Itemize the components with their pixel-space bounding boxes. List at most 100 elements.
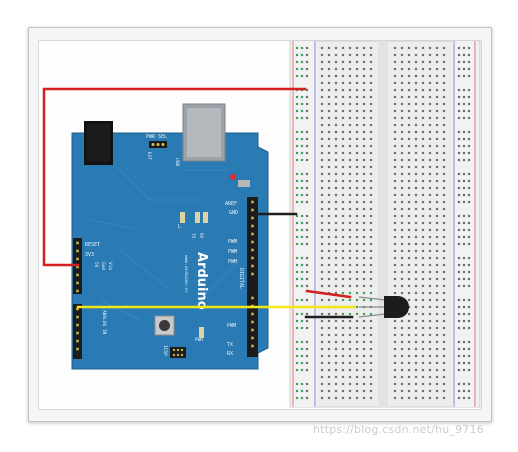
breadboard-hole: [442, 137, 446, 141]
breadboard-hole: [442, 144, 446, 148]
breadboard-hole: [327, 256, 331, 260]
breadboard-hole: [407, 270, 411, 274]
breadboard-hole: [327, 60, 331, 64]
breadboard-hole: [362, 137, 366, 141]
breadboard-hole: [393, 270, 397, 274]
breadboard-hole: [407, 326, 411, 330]
breadboard-hole: [442, 95, 446, 99]
breadboard-hole: [348, 361, 352, 365]
breadboard-hole: [407, 207, 411, 211]
rail-hole: [467, 193, 471, 197]
breadboard-hole: [435, 263, 439, 267]
breadboard-hole: [369, 74, 373, 78]
breadboard-hole: [341, 151, 345, 155]
breadboard-hole: [393, 137, 397, 141]
l-led: [180, 212, 185, 223]
breadboard-hole: [320, 249, 324, 253]
breadboard-hole: [421, 74, 425, 78]
breadboard-hole: [400, 284, 404, 288]
rail-hole: [457, 53, 461, 57]
rail-hole: [305, 102, 309, 106]
breadboard-hole: [400, 221, 404, 225]
breadboard-hole: [355, 207, 359, 211]
rail-hole: [467, 298, 471, 302]
rail-hole: [300, 130, 304, 134]
breadboard-hole: [393, 95, 397, 99]
reset-button-cap[interactable]: [159, 320, 170, 331]
breadboard-hole: [355, 361, 359, 365]
rail-hole: [300, 193, 304, 197]
breadboard-hole: [428, 137, 432, 141]
breadboard-hole: [393, 102, 397, 106]
breadboard-hole: [341, 130, 345, 134]
breadboard-hole: [334, 333, 338, 337]
breadboard-hole: [334, 214, 338, 218]
breadboard-hole: [442, 46, 446, 50]
breadboard-hole: [428, 109, 432, 113]
rail-hole: [295, 214, 299, 218]
breadboard-hole: [369, 263, 373, 267]
breadboard-hole: [334, 277, 338, 281]
breadboard-hole: [369, 347, 373, 351]
breadboard-hole: [421, 46, 425, 50]
rail-hole: [457, 284, 461, 288]
breadboard-hole: [393, 396, 397, 400]
rail-hole: [305, 137, 309, 141]
breadboard-hole: [435, 46, 439, 50]
rail-hole: [300, 284, 304, 288]
breadboard-hole: [407, 291, 411, 295]
breadboard-hole: [421, 235, 425, 239]
breadboard-hole: [341, 67, 345, 71]
rail-hole: [457, 172, 461, 176]
rail-hole: [467, 46, 471, 50]
v5-label: 5V: [93, 262, 99, 268]
rail-hole: [305, 263, 309, 267]
rail-hole: [295, 277, 299, 281]
breadboard-hole: [414, 60, 418, 64]
rail-hole: [467, 137, 471, 141]
breadboard-hole: [362, 151, 366, 155]
breadboard-hole: [341, 354, 345, 358]
breadboard-hole: [327, 74, 331, 78]
breadboard-hole: [442, 60, 446, 64]
rail-hole: [295, 382, 299, 386]
rail-hole: [305, 186, 309, 190]
breadboard-hole: [348, 81, 352, 85]
breadboard-hole: [355, 123, 359, 127]
breadboard-hole: [334, 319, 338, 323]
rail-hole: [305, 151, 309, 155]
rail-hole: [457, 368, 461, 372]
breadboard-hole: [369, 361, 373, 365]
breadboard-hole: [341, 291, 345, 295]
breadboard-hole: [407, 319, 411, 323]
breadboard-hole: [421, 389, 425, 393]
rail-hole: [462, 186, 466, 190]
rail-hole: [457, 326, 461, 330]
breadboard-hole: [369, 179, 373, 183]
reset-label: RESET: [85, 242, 100, 248]
breadboard-hole: [435, 284, 439, 288]
breadboard-hole: [428, 60, 432, 64]
breadboard-hole: [341, 326, 345, 330]
breadboard-hole: [355, 81, 359, 85]
rail-hole: [467, 200, 471, 204]
header-pin: [251, 320, 254, 324]
breadboard-hole: [369, 123, 373, 127]
breadboard-hole: [435, 109, 439, 113]
breadboard-hole: [362, 382, 366, 386]
breadboard-hole: [393, 249, 397, 253]
breadboard-hole: [435, 375, 439, 379]
breadboard-hole: [393, 333, 397, 337]
breadboard-hole: [348, 186, 352, 190]
breadboard-hole: [393, 81, 397, 85]
breadboard-hole: [320, 319, 324, 323]
rail-hole: [295, 200, 299, 204]
breadboard-hole: [400, 95, 404, 99]
breadboard-hole: [327, 179, 331, 183]
rail-hole: [295, 193, 299, 197]
breadboard-hole: [320, 361, 324, 365]
breadboard-hole: [320, 347, 324, 351]
rail-hole: [295, 312, 299, 316]
rail-hole: [467, 277, 471, 281]
rail-hole: [305, 284, 309, 288]
